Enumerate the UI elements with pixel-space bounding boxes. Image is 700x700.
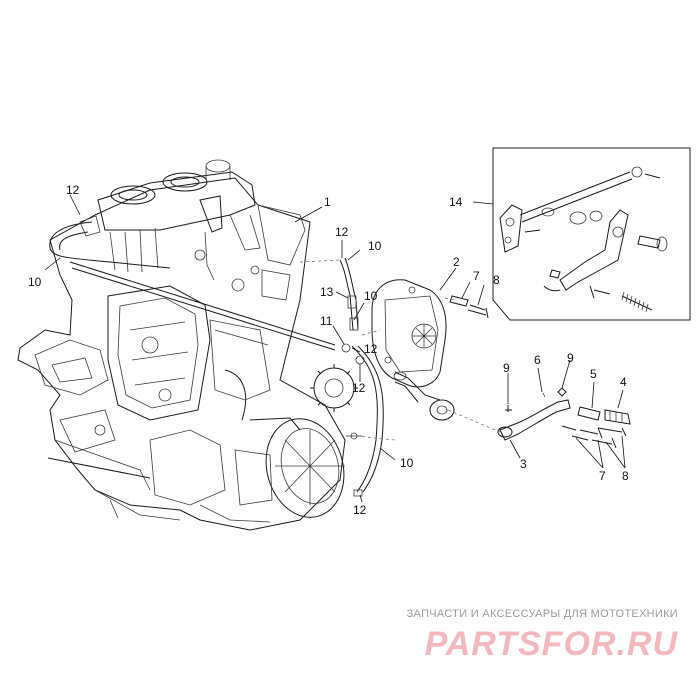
callout-14: 14	[449, 195, 463, 209]
watermark: ЗАПЧАСТИ И АКСЕССУАРЫ ДЛЯ МОТОТЕХНИКИ PA…	[407, 608, 679, 663]
bolts-upper	[449, 295, 489, 319]
callout-4: 4	[620, 375, 627, 389]
callout-10-lower: 10	[400, 456, 414, 470]
callout-8-lower: 8	[622, 469, 629, 483]
gear-lever	[497, 387, 571, 441]
callout-12-lower: 12	[352, 381, 366, 395]
callout-10-mid: 10	[368, 239, 382, 253]
sensor-hose	[339, 257, 384, 497]
callout-9-left: 9	[503, 361, 510, 375]
callout-1: 1	[324, 195, 331, 209]
callout-11: 11	[320, 314, 333, 328]
watermark-logo: PARTSFOR.RU	[425, 625, 679, 663]
callout-6: 6	[534, 353, 541, 367]
callout-5: 5	[590, 367, 597, 381]
callout-10-upper-right: 10	[364, 289, 378, 303]
assembly-dashed-lines	[299, 259, 501, 441]
callout-2: 2	[453, 255, 460, 269]
callout-7-lower: 7	[599, 469, 606, 483]
callout-8-upper: 8	[493, 273, 500, 287]
callout-7-upper: 7	[473, 269, 480, 283]
callout-numbers: 1 2 7 8 12 10 12 10 13 10 11 12 12 10 12…	[28, 183, 629, 517]
callout-10-left: 10	[28, 275, 42, 289]
leader-lines	[44, 194, 626, 503]
callout-12-top-left: 12	[66, 183, 80, 197]
callout-13: 13	[320, 285, 334, 299]
lever-rubber-and-bolts	[561, 406, 631, 449]
callout-3: 3	[520, 457, 527, 471]
engine-block	[17, 159, 346, 531]
callout-12-right: 12	[364, 342, 378, 356]
watermark-caption: ЗАПЧАСТИ И АКСЕССУАРЫ ДЛЯ МОТОТЕХНИКИ	[407, 608, 678, 620]
sprocket-cover	[371, 279, 455, 421]
callout-12-bottom: 12	[353, 503, 367, 517]
callout-9-right: 9	[567, 351, 574, 365]
inset-gearshift-assembly	[492, 147, 691, 321]
callout-12-mid: 12	[335, 225, 349, 239]
